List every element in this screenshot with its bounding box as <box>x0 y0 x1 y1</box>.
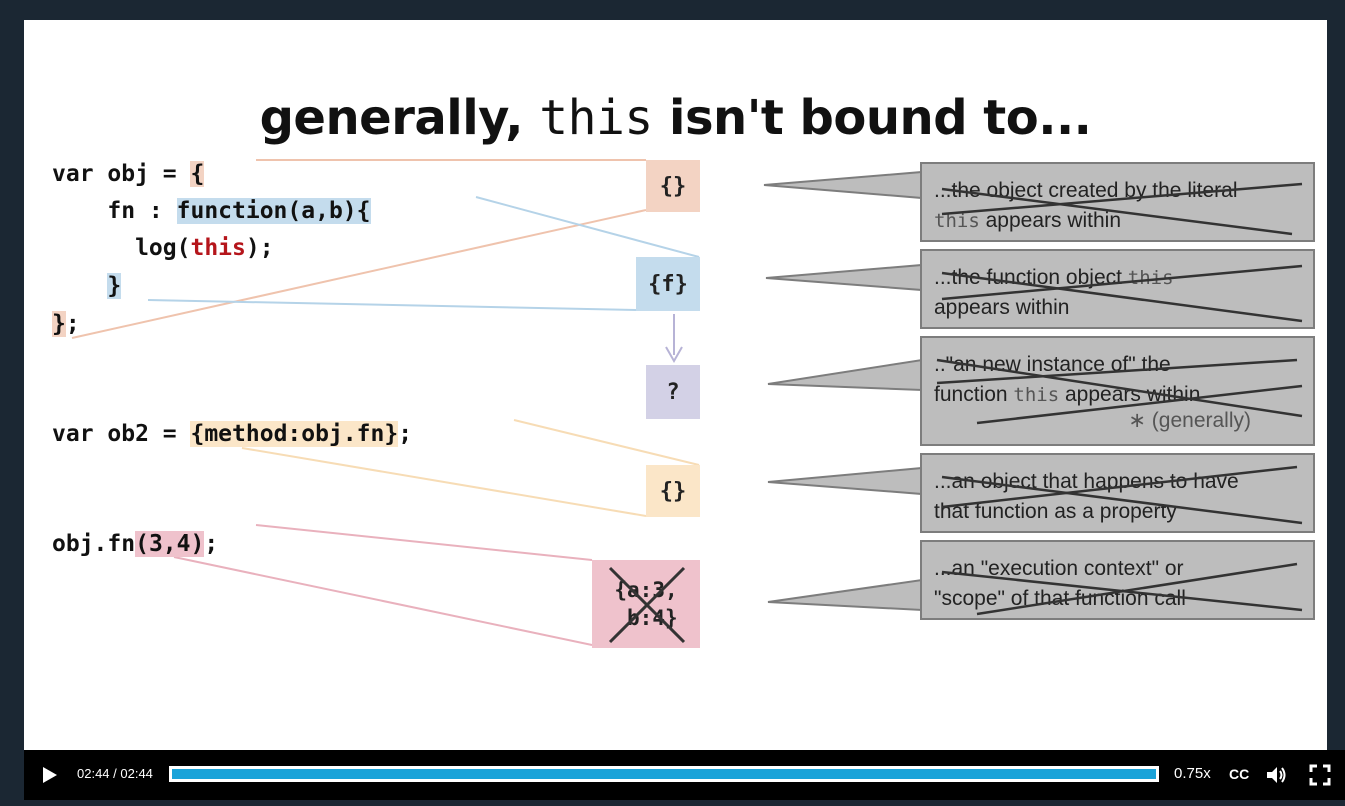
time-display: 02:44 / 02:44 <box>77 766 153 781</box>
note-tail-3 <box>767 358 923 392</box>
ob2-box: {} <box>646 465 700 517</box>
obj-box: {} <box>646 160 700 212</box>
note-2-cross-out <box>941 264 1303 323</box>
title-code: this <box>539 90 653 146</box>
note-tail-1 <box>763 170 923 200</box>
code-line-2: fn : function(a,b){ <box>52 198 371 224</box>
progress-bar[interactable] <box>169 766 1159 782</box>
code-line-3: log(this); <box>52 235 274 261</box>
note-tail-4 <box>767 466 923 496</box>
code-line-5: }; <box>52 311 80 337</box>
note-tail-2 <box>765 263 923 292</box>
scope-cross-out <box>608 566 686 644</box>
video-frame[interactable]: generally, this isn't bound to... var ob… <box>24 20 1327 750</box>
connector-obj-bottom <box>71 209 647 339</box>
code-line-1: var obj = { <box>52 161 205 187</box>
note-5-cross-out <box>941 562 1303 616</box>
note-1-cross-out <box>941 182 1303 236</box>
fullscreen-icon[interactable] <box>1308 763 1332 787</box>
code-line-4: } <box>107 273 122 299</box>
arrow-head <box>665 346 683 364</box>
new-instance-box: ? <box>646 365 700 419</box>
code-line-6: var ob2 = {method:obj.fn}; <box>52 421 413 447</box>
note-execution-context: ...an "execution context" or "scope" of … <box>920 540 1315 620</box>
captions-button[interactable]: CC <box>1229 766 1250 782</box>
playback-speed-button[interactable]: 0.75x <box>1174 765 1211 782</box>
note-function-object: ...the function object this appears with… <box>920 249 1315 329</box>
note-object-literal: ...the object created by the literal thi… <box>920 162 1315 242</box>
note-new-instance: .."an new instance of" the function this… <box>920 336 1315 446</box>
connector-fn-bottom <box>147 299 637 311</box>
connector-fn <box>475 196 700 258</box>
player-controls: 02:44 / 02:44 0.75x CC <box>24 750 1345 800</box>
scope-box: {a:3, b:4} <box>592 560 700 648</box>
note-3-cross-out <box>936 358 1303 425</box>
play-icon[interactable] <box>38 764 60 786</box>
note-tail-5 <box>767 578 923 612</box>
volume-icon[interactable] <box>1264 763 1288 787</box>
connector-ob2 <box>513 419 700 466</box>
code-line-7: obj.fn(3,4); <box>52 531 219 557</box>
connector-call <box>255 524 593 561</box>
note-object-property: ...an object that happens to have that f… <box>920 453 1315 533</box>
note-4-cross-out <box>941 465 1303 525</box>
connector-ob2-bottom <box>241 447 647 517</box>
connector-call-bottom <box>173 556 593 646</box>
progress-fill <box>172 769 1156 779</box>
fn-box: {f} <box>636 257 700 311</box>
slide-title: generally, this isn't bound to... <box>259 90 1092 146</box>
generally-footnote: ∗ (generally) <box>1128 409 1251 432</box>
